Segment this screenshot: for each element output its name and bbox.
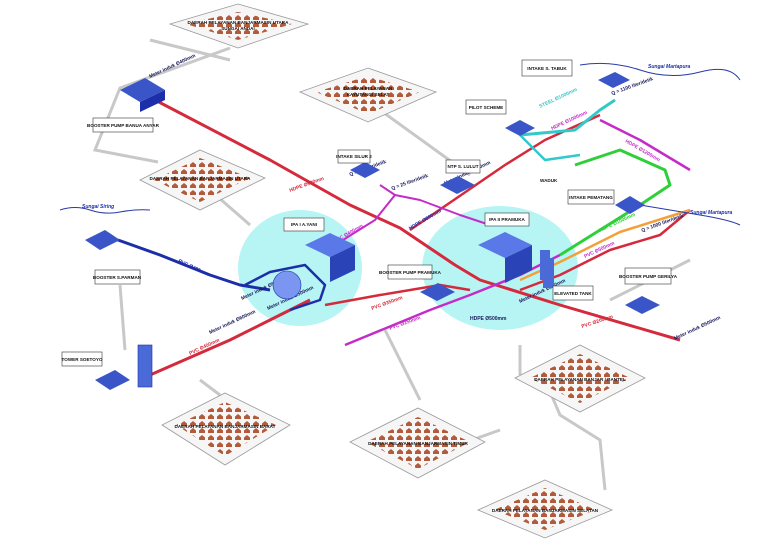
- pipe-label-hdpe800: HDPE Ø800mm: [408, 208, 443, 232]
- ipa1-label: IPA I A.YANI: [291, 222, 317, 227]
- waduk-label: WADUK: [540, 178, 558, 183]
- facility-booster-banua: BOOSTER PUMP BANUA ANYAR: [87, 78, 165, 133]
- pipe-label-pvc250: PVC Ø250mm: [389, 315, 422, 332]
- intake-pematang-label: INTAKE PEMATANG: [569, 195, 613, 200]
- facility-intake-bilu: INTAKE SILUR 2: [336, 149, 380, 178]
- ntp-label: NTP S. LULUT: [447, 164, 478, 169]
- facility-elevated: ELEVATED TANK: [543, 258, 594, 301]
- pipe-red-west: [149, 298, 311, 377]
- facility-booster-sparman: BOOSTER S.PARMAN: [85, 230, 142, 285]
- zone-timur-label: DAERAH PELAYANAN BANJARMASIN TIMUR: [368, 441, 468, 446]
- facility-intake-s-tabuk: INTAKE S. TABUK: [521, 59, 630, 88]
- pipe-cyan-down: [519, 134, 581, 162]
- river-label-2: Sungai Martapura: [648, 64, 690, 70]
- pilot-label: PILOT SCHEME: [469, 105, 503, 110]
- facility-booster-pramuka: BOOSTER PUMP PRAMUKA: [379, 264, 455, 301]
- booster-sparman-label: BOOSTER S.PARMAN: [93, 275, 142, 280]
- facility-pilot: PILOT SCHEME: [465, 99, 535, 136]
- zone-utara-north-sub: SUNGAI ANDAI: [221, 26, 255, 31]
- rivers: [59, 62, 741, 226]
- pipe-label-steel1000: STEEL Ø1000mm: [538, 87, 578, 110]
- booster-banua-label: BOOSTER PUMP BANUA ANYAR: [87, 123, 160, 128]
- zone-barat: DAERAH PELAYANAN BANJARMASIN BARAT: [161, 392, 291, 466]
- flow-label-3: Q = 25 liter/detik: [391, 173, 430, 192]
- zone-selatan-label: DAERAH PELAYANAN BANJARMASIN SELATAN: [492, 508, 599, 513]
- zone-utara-north: DAERAH PELAYANAN BANJARMASIN UTARA SUNGA…: [168, 3, 310, 49]
- pipe-label-hdpe500: HDPE Ø500mm: [470, 316, 507, 322]
- pipe-label-pvc400: PVC Ø400mm: [177, 258, 210, 278]
- zone-kayutangi: DAERAH PELAYANAN KAYUTANGI SELAT: [298, 67, 438, 123]
- river-label-1: Sungai Siring: [82, 204, 114, 210]
- tower-label: TOWER SOETOYO: [62, 357, 103, 362]
- elevated-label: ELEVATED TANK: [554, 291, 592, 296]
- zone-kayutangi-label: DAERAH PELAYANAN: [344, 86, 393, 91]
- zone-utara-north-label: DAERAH PELAYANAN BANJARMASIN UTARA: [188, 20, 290, 25]
- facilities: BOOSTER PUMP BANUA ANYAR BOOSTER S.PARMA…: [62, 59, 678, 390]
- facility-tower: TOWER SOETOYO: [62, 344, 153, 390]
- facility-ipa1: IPA I A.YANI: [272, 217, 355, 300]
- booster-gerilya-label: BOOSTER PUMP GERILYA: [619, 274, 678, 279]
- facility-waduk: WADUK: [540, 178, 558, 183]
- facility-booster-gerilya: BOOSTER PUMP GERILYA: [619, 267, 678, 314]
- pipe-red-north: [409, 113, 601, 232]
- intake-s-tabuk-label: INTAKE S. TABUK: [527, 66, 567, 71]
- facility-intake-pematang: INTAKE PEMATANG: [567, 189, 645, 214]
- pipe-magenta-north: [334, 184, 396, 246]
- pipe-blue-loop: [244, 263, 327, 312]
- meter-label-5: Meter induk Ø600mm: [208, 309, 257, 336]
- pipe-cyan: [519, 98, 616, 137]
- pipe-red-main: [154, 98, 681, 342]
- pipe-label-hdpe1000: HDPE Ø1000mm: [598, 212, 637, 234]
- zone-utara-label: DAERAH PELAYANAN BANJARMASIN UTARA: [150, 176, 252, 181]
- pipe-magenta-intake: [599, 118, 691, 172]
- pipe-magenta-ntp: [394, 194, 491, 226]
- zone-barat-label: DAERAH PELAYANAN BANJARMASIN BARAT: [175, 424, 276, 429]
- meter-label-1: Meter induk Ø400mm: [148, 53, 197, 80]
- zone-selatan: DAERAH PELAYANAN BANJARMASIN SELATAN: [476, 479, 614, 539]
- ipa2-label: IPA II PRAMUKA: [489, 217, 525, 222]
- river-label-3: Sungai Martapura: [690, 210, 732, 216]
- zone-banjar: DAERAH PELAYANAN BANJAR / BANTEL: [514, 344, 646, 413]
- zone-banjar-label: DAERAH PELAYANAN BANJAR / BANTEL: [534, 377, 626, 382]
- service-zones: DAERAH PELAYANAN BANJARMASIN UTARA SUNGA…: [139, 3, 646, 539]
- pipe-label-hdpe900: HDPE Ø900mm: [289, 176, 326, 194]
- zone-utara: DAERAH PELAYANAN BANJARMASIN UTARA: [139, 149, 266, 211]
- intake-bilu-label: INTAKE SILUR 2: [336, 154, 372, 159]
- meter-label-6: Meter induk Ø500mm: [673, 315, 722, 342]
- pipe-label-pvc350: PVC Ø350mm: [371, 295, 404, 312]
- booster-pramuka-label: BOOSTER PUMP PRAMUKA: [379, 270, 442, 275]
- pipe-green: [559, 148, 672, 257]
- zone-timur: DAERAH PELAYANAN BANJARMASIN TIMUR: [349, 407, 486, 479]
- pipelines: [117, 98, 691, 377]
- facility-ntp: NTP S. LULUT: [440, 159, 481, 194]
- zone-kayutangi-sub: KAYUTANGI SELAT: [347, 92, 390, 97]
- pipe-magenta-west: [344, 253, 561, 347]
- pipe-red-south: [324, 283, 471, 307]
- pipe-blue: [117, 238, 271, 292]
